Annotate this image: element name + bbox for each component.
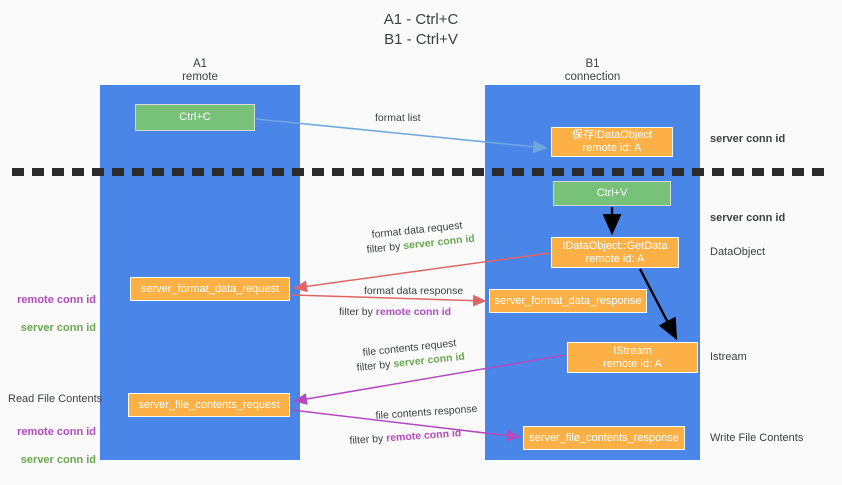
server-conn-id-token: server conn id [20,454,96,466]
filter-prefix: filter by [356,358,394,374]
edge-label-format-data-response: format data response [364,285,464,297]
box-ctrl-c[interactable]: Ctrl+C [135,104,255,131]
annotation-read-file-contents: Read File Contents [8,393,103,405]
annotation-conn-ids-top: remote conn id server conn id [10,279,96,349]
remote-conn-id-token: remote conn id [385,427,462,445]
annotation-server-conn-id-mid: server conn id [710,212,786,224]
page-title: A1 - Ctrl+C B1 - Ctrl+V [383,11,459,48]
filter-prefix: filter by [366,240,404,256]
annotation-write-file-contents: Write File Contents [710,432,804,444]
edge-label-file-contents-response: file contents response [375,402,478,422]
remote-conn-id-token: remote conn id [17,426,96,438]
annotation-conn-ids-bottom: remote conn id server conn id [10,411,96,481]
filter-prefix: filter by [339,306,376,318]
edge-label-format-list: format list [375,112,421,124]
lane-header-a1: A1 remote [182,58,218,83]
remote-conn-id-token: remote conn id [375,306,452,318]
filter-prefix: filter by [349,432,387,447]
box-server-format-data-request[interactable]: server_format_data_request [130,277,290,301]
edge-label-format-data-response-filter: filter by remote conn id [339,305,451,319]
remote-conn-id-token: remote conn id [17,294,96,306]
server-conn-id-token: server conn id [20,322,96,334]
box-server-file-contents-response[interactable]: server_file_contents_response [523,426,685,450]
lane-header-b1: B1 connection [564,58,621,83]
box-idataobject-getdata[interactable]: IDataObject::GetData remote id: A [551,237,679,268]
dashed-divider [12,168,830,176]
annotation-data-object: DataObject [710,246,766,258]
box-save-idataobject[interactable]: 保存IDataObject remote id: A [551,127,673,157]
box-ctrl-v[interactable]: Ctrl+V [553,181,671,206]
box-server-file-contents-request[interactable]: server_file_contents_request [128,393,290,417]
box-server-format-data-response[interactable]: server_format_data_response [489,289,647,313]
box-istream[interactable]: IStream remote id: A [567,342,698,373]
edge-label-file-contents-response-filter: filter by remote conn id [349,426,462,448]
annotation-istream: Istream [710,351,747,363]
annotation-server-conn-id-top: server conn id [710,133,786,145]
